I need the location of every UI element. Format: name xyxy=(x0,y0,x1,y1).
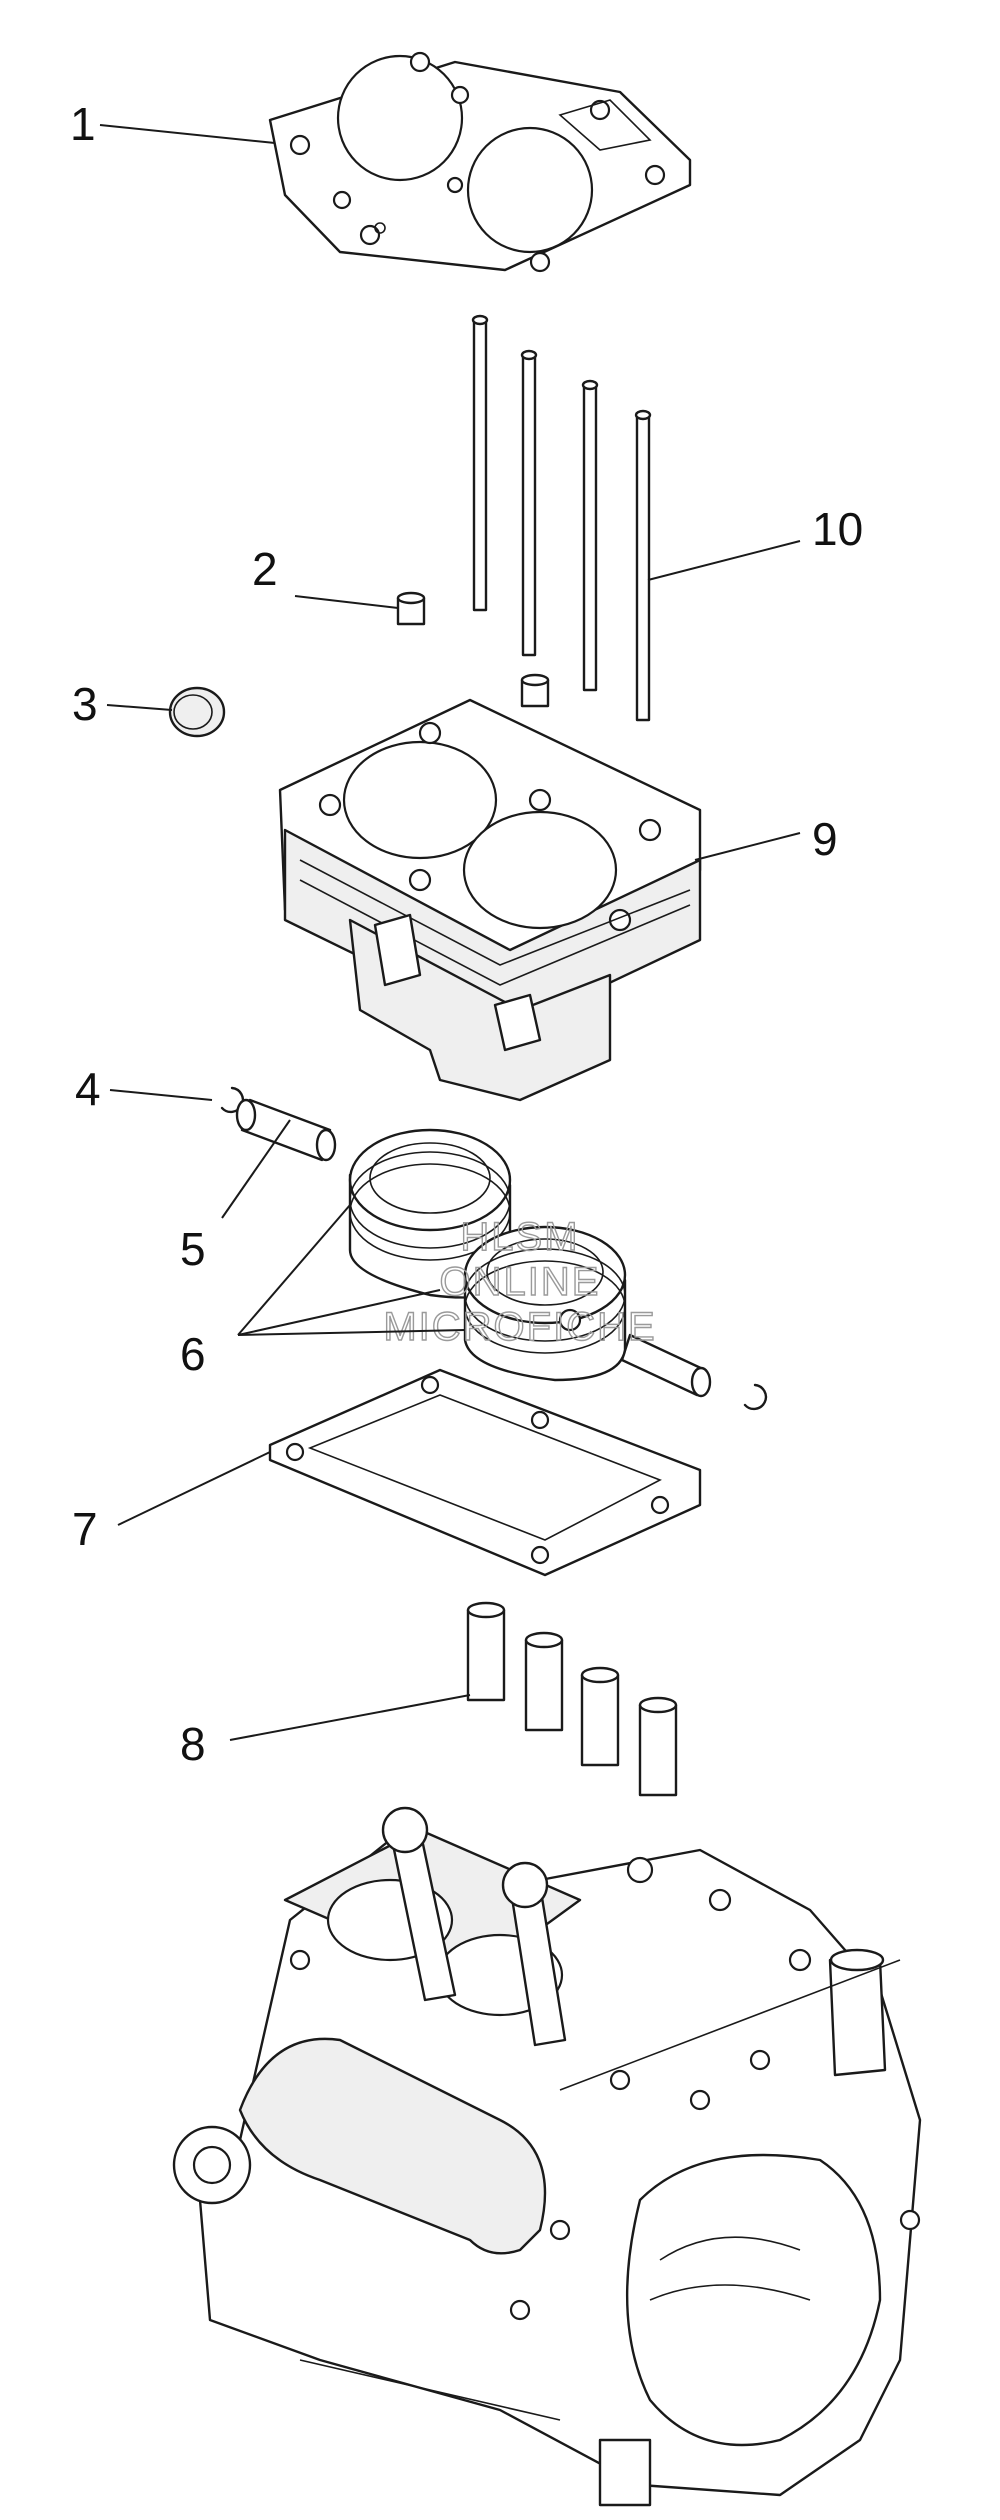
cylinder-studs-part xyxy=(471,314,652,722)
callout-6: 6 xyxy=(180,1328,206,1380)
dowel-pin-part xyxy=(396,591,550,708)
watermark: HLSM ONLINE MICROFICHE xyxy=(383,1214,656,1349)
leader-line-7 xyxy=(117,1451,271,1526)
callout-5: 5 xyxy=(180,1223,206,1275)
piston-part xyxy=(348,1128,627,1382)
leader-line-3 xyxy=(106,704,173,711)
leader-line-6c xyxy=(237,1329,466,1336)
leader-line-9 xyxy=(694,832,801,861)
leader-line-4 xyxy=(109,1089,213,1101)
crankcase-assembly xyxy=(172,1806,922,2507)
callout-4: 4 xyxy=(75,1063,101,1115)
plug-part xyxy=(168,686,226,738)
watermark-line-1: HLSM xyxy=(460,1215,579,1259)
head-gasket-part xyxy=(268,51,692,273)
callout-9: 9 xyxy=(812,813,838,865)
callout-2: 2 xyxy=(252,543,278,595)
leader-line-10 xyxy=(647,540,801,581)
leader-line-6a xyxy=(237,1204,351,1336)
dowel-sleeve-part xyxy=(466,1601,678,1797)
cylinder-block-part xyxy=(278,698,702,1102)
callout-7: 7 xyxy=(72,1503,98,1555)
callout-1: 1 xyxy=(70,98,96,150)
leader-line-8 xyxy=(229,1694,471,1741)
watermark-line-2: ONLINE xyxy=(440,1260,601,1304)
watermark-line-3: MICROFICHE xyxy=(383,1305,656,1349)
leader-lines xyxy=(99,124,801,1741)
piston-pin-part xyxy=(235,1098,712,1398)
callout-10: 10 xyxy=(812,503,863,555)
leader-line-5 xyxy=(221,1119,291,1219)
leader-line-2 xyxy=(294,595,399,609)
callout-3: 3 xyxy=(72,678,98,730)
leader-line-1 xyxy=(99,124,276,144)
callout-labels: 1 2 3 4 5 6 7 8 9 10 xyxy=(70,98,863,1770)
callout-8: 8 xyxy=(180,1718,206,1770)
leader-line-6b xyxy=(237,1289,441,1336)
base-gasket-part xyxy=(268,1368,702,1577)
